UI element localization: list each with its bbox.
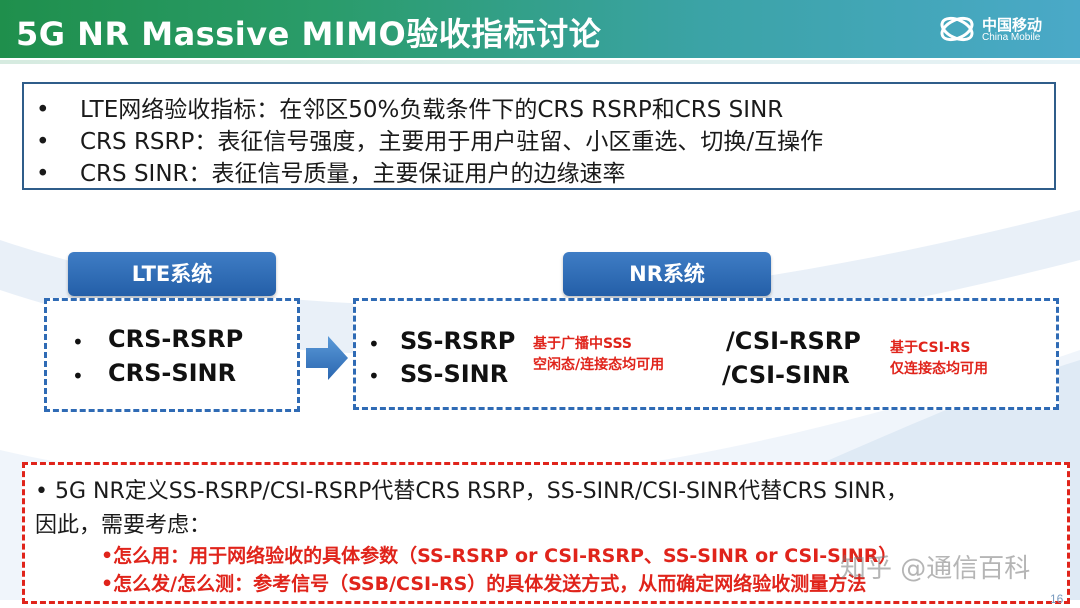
right-arrow-icon <box>306 336 348 380</box>
nr-system-header: NR系统 <box>563 252 771 296</box>
bullet: • <box>36 129 50 155</box>
nr-metric-ss-rsrp: SS-RSRP <box>400 327 516 355</box>
info-box: • LTE网络验收指标：在邻区50%负载条件下的CRS RSRP和CRS SINR… <box>22 82 1056 190</box>
nr-metrics-box <box>353 298 1059 410</box>
info-line-1: • LTE网络验收指标：在邻区50%负载条件下的CRS RSRP和CRS SINR <box>36 90 784 123</box>
bullet: • <box>368 332 380 356</box>
logo-chinese-text: 中国移动 <box>982 16 1043 34</box>
bullet: • <box>36 161 50 187</box>
csi-note-line-1: 基于CSI-RS <box>890 340 971 356</box>
china-mobile-logo-icon <box>940 16 974 42</box>
info-line-text: CRS RSRP：表征信号强度，主要用于用户驻留、小区重选、切换/互操作 <box>80 129 824 155</box>
nr-metric-ss-sinr: SS-SINR <box>400 360 509 388</box>
page-number: 16 <box>1050 592 1064 606</box>
info-line-3: • CRS SINR：表征信号质量，主要保证用户的边缘速率 <box>36 154 626 187</box>
conclusion-line-2: 因此，需要考虑： <box>35 513 212 538</box>
bullet: • <box>368 364 380 388</box>
conclusion-red-point-2: •怎么发/怎么测：参考信号（SSB/CSI-RS）的具体发送方式，从而确定网络验… <box>101 573 867 595</box>
info-line-text: LTE网络验收指标：在邻区50%负载条件下的CRS RSRP和CRS SINR <box>80 97 784 123</box>
info-line-2: • CRS RSRP：表征信号强度，主要用于用户驻留、小区重选、切换/互操作 <box>36 122 824 155</box>
nr-metric-csi-sinr: /CSI-SINR <box>722 361 850 389</box>
watermark: 知乎 @通信百科 <box>840 554 1031 584</box>
bullet: • <box>72 364 84 388</box>
ss-note-line-1: 基于广播中SSS <box>533 336 632 352</box>
lte-metric-rsrp: CRS-RSRP <box>108 325 244 353</box>
slide-title: 5G NR Massive MIMO验收指标讨论 <box>16 15 602 53</box>
title-bar: 5G NR Massive MIMO验收指标讨论 中国移动 China Mobi… <box>0 0 1080 58</box>
logo-english-text: China Mobile <box>982 32 1041 43</box>
china-mobile-logo: 中国移动 China Mobile <box>938 10 1068 50</box>
lte-system-header: LTE系统 <box>68 252 276 296</box>
ss-note-line-2: 空闲态/连接态均可用 <box>533 357 665 373</box>
conclusion-red-point-1: •怎么用：用于网络验收的具体参数（SS-RSRP or CSI-RSRP、SS-… <box>101 545 898 567</box>
lte-metric-sinr: CRS-SINR <box>108 359 237 387</box>
title-underline <box>0 60 1080 64</box>
bullet: • <box>72 330 84 354</box>
conclusion-line-1: • 5G NR定义SS-RSRP/CSI-RSRP代替CRS RSRP，SS-S… <box>35 479 909 504</box>
conclusion-box: • 5G NR定义SS-RSRP/CSI-RSRP代替CRS RSRP，SS-S… <box>22 462 1070 604</box>
info-line-text: CRS SINR：表征信号质量，主要保证用户的边缘速率 <box>80 161 626 187</box>
nr-metric-csi-rsrp: /CSI-RSRP <box>726 327 861 355</box>
csi-note-line-2: 仅连接态均可用 <box>890 361 988 377</box>
lte-metrics-box <box>44 298 300 412</box>
bullet: • <box>36 97 50 123</box>
